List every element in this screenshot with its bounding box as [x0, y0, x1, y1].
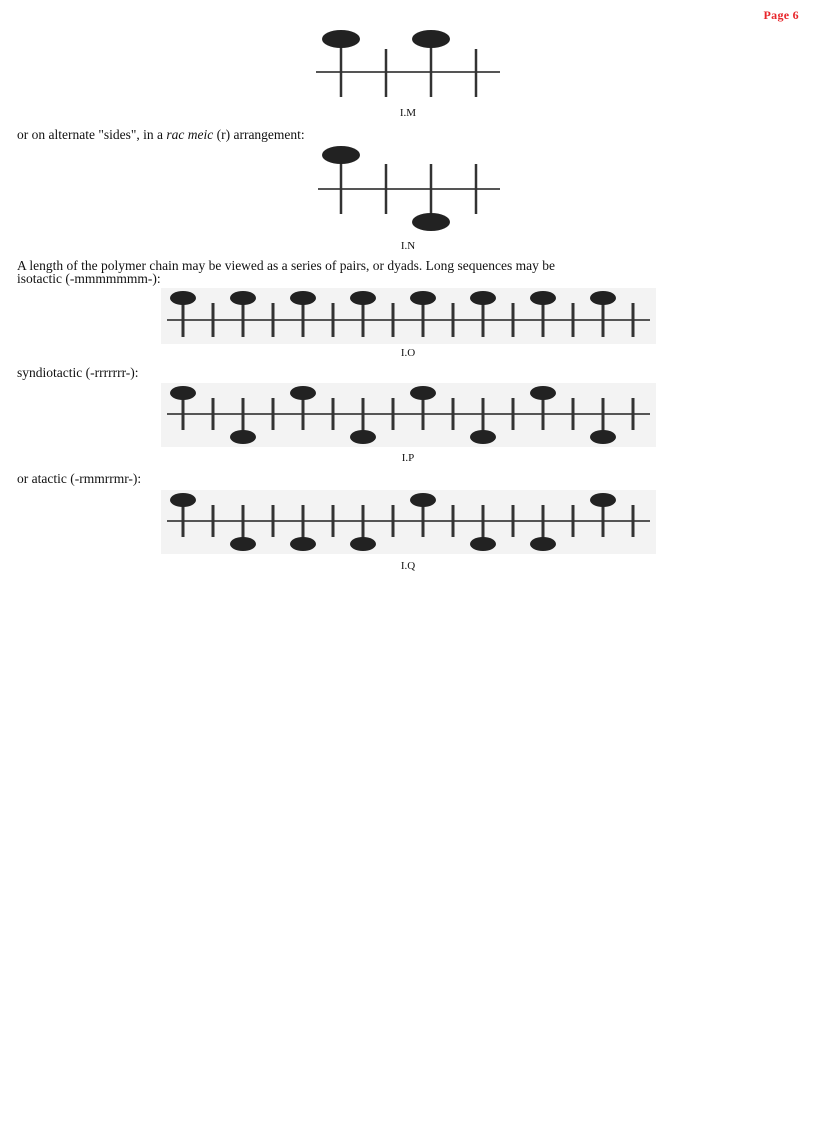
- substituent-up: [322, 146, 360, 214]
- substituent-down: [412, 164, 450, 231]
- substituent-down: [350, 398, 376, 444]
- substituent-down: [350, 505, 376, 551]
- substituent-up: [410, 386, 436, 430]
- substituent-up: [170, 291, 196, 337]
- substituent-down: [290, 505, 316, 551]
- figure-lp-syndiotactic-diagram: [161, 383, 656, 447]
- substituent-up: [470, 291, 496, 337]
- figure-ln-caption: I.N: [400, 240, 416, 252]
- figure-lq-atactic-diagram: [161, 490, 656, 554]
- dyads-paragraph: A length of the polymer chain may be vie…: [17, 258, 555, 286]
- substituent-up: [170, 493, 196, 537]
- substituent-down: [470, 398, 496, 444]
- syndiotactic-label: syndiotactic (-rrrrrrr-):: [17, 365, 139, 380]
- atactic-label: or atactic (-rmmrrmr-):: [17, 471, 142, 486]
- substituent-up: [410, 493, 436, 537]
- figure-ln-diagram: [318, 146, 500, 231]
- substituent-up: [410, 291, 436, 337]
- substituent-up: [290, 386, 316, 430]
- substituent-up: [530, 291, 556, 337]
- figure-lm-diagram: [316, 30, 500, 97]
- substituent-down: [230, 398, 256, 444]
- substituent-down: [230, 505, 256, 551]
- substituent-down: [590, 398, 616, 444]
- substituent-up: [170, 386, 196, 430]
- figure-lp-caption: I.P: [401, 452, 415, 464]
- substituent-up: [290, 291, 316, 337]
- substituent-up: [230, 291, 256, 337]
- rac-meso-term: rac meic: [166, 127, 214, 142]
- substituent-up: [350, 291, 376, 337]
- substituent-down: [530, 505, 556, 551]
- substituent-up: [590, 493, 616, 537]
- figure-lq-caption: I.Q: [400, 560, 416, 572]
- substituent-up: [322, 30, 360, 97]
- substituent-down: [470, 505, 496, 551]
- figure-lo-isotactic-diagram: [161, 288, 656, 344]
- substituent-up: [590, 291, 616, 337]
- substituent-up: [530, 386, 556, 430]
- figure-lo-caption: I.O: [400, 347, 416, 359]
- page-number: Page 6: [763, 8, 799, 22]
- figure-lm-caption: I.M: [399, 107, 417, 119]
- racmeso-sentence: or on alternate "sides", in a rac meic (…: [17, 127, 305, 142]
- substituent-up: [412, 30, 450, 97]
